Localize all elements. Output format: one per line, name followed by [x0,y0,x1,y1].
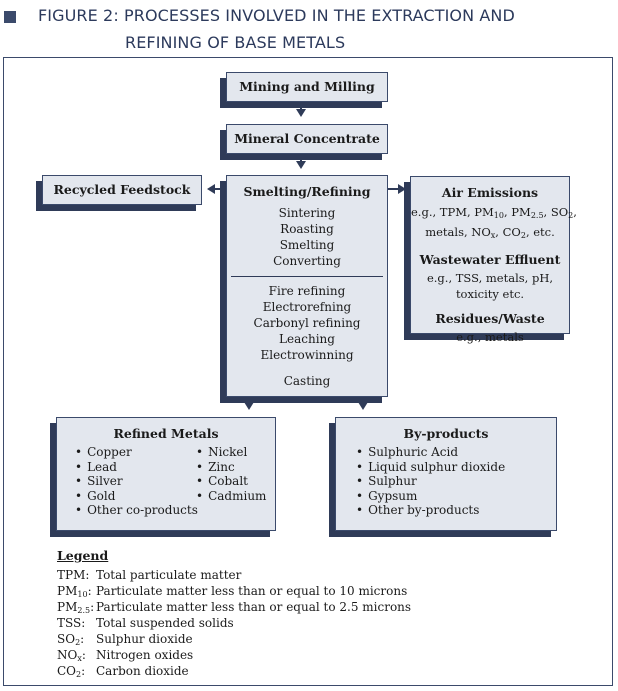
figure-title-line2: REFINING OF BASE METALS [125,33,346,52]
arrow-mining-concentrate [300,102,302,110]
figure-title-line1: FIGURE 2: PROCESSES INVOLVED IN THE EXTR… [38,6,515,25]
refined-metals-list-1: Copper Lead Silver Gold Other co-product… [75,445,198,518]
diagram-frame [3,57,613,686]
node-by-products: By-products Sulphuric Acid Liquid sulphu… [335,417,557,531]
air-emissions-line1: e.g., TPM, PM10, PM2.5, SO2, [411,205,577,220]
node-mining-label: Mining and Milling [239,79,375,94]
list-item: Gold [75,489,198,504]
arrow-smelting-refined [248,397,250,403]
wastewater-line2: toxicity etc. [455,287,525,301]
legend-row: TPM:Total particulate matter [57,568,242,582]
list-item: Lead [75,460,198,475]
list-item: Zinc [196,460,266,475]
process-electrorefining: Electrorefning [262,300,352,314]
refined-metals-list-2: Nickel Zinc Cobalt Cadmium [196,445,266,503]
process-carbonyl-refining: Carbonyl refining [253,316,361,330]
process-roasting: Roasting [280,222,334,236]
list-item: Copper [75,445,198,460]
list-item: Sulphuric Acid [356,445,505,460]
list-item: Cadmium [196,489,266,504]
smelting-divider [231,276,383,277]
legend-title: Legend [57,548,109,563]
arrow-smelting-byproducts-head [358,402,368,410]
wastewater-line1: e.g., TSS, metals, pH, [426,271,554,285]
arrow-smelting-refined-head [244,402,254,410]
residues-title: Residues/Waste [435,311,545,326]
arrow-mining-concentrate-head [296,109,306,117]
list-item: Other by-products [356,503,505,518]
process-smelting: Smelting [279,238,335,252]
title-marker-icon [4,11,16,23]
node-concentrate-label: Mineral Concentrate [234,131,380,146]
wastewater-title: Wastewater Effluent [419,252,561,267]
smelting-process-list: Sintering Roasting Smelting Converting [227,205,387,269]
arrow-concentrate-smelting-head [296,161,306,169]
refined-metals-title: Refined Metals [113,426,219,441]
air-emissions-title: Air Emissions [441,185,539,200]
node-recycled-feedstock: Recycled Feedstock [42,175,202,205]
legend-row: PM10:Particulate matter less than or equ… [57,584,408,599]
legend-row: SO2:Sulphur dioxide [57,632,193,647]
node-mining-milling: Mining and Milling [226,72,388,102]
process-leaching: Leaching [279,332,335,346]
process-electrowinning: Electrowinning [260,348,354,362]
arrow-smelting-byproducts [362,397,364,403]
arrow-smelting-emissions [388,188,399,190]
arrow-concentrate-smelting [300,154,302,162]
legend-row: NOx:Nitrogen oxides [57,648,194,663]
process-sintering: Sintering [278,206,336,220]
refining-process-list: Fire refining Electrorefning Carbonyl re… [227,283,387,363]
process-casting: Casting [283,374,331,388]
list-item: Other co-products [75,503,198,518]
list-item: Liquid sulphur dioxide [356,460,505,475]
residues-line1: e.g., metals [456,330,524,344]
arrow-smelting-recycled [215,188,226,190]
list-item: Sulphur [356,474,505,489]
process-fire-refining: Fire refining [268,284,346,298]
arrow-smelting-emissions-head [398,184,406,194]
process-converting: Converting [273,254,341,268]
by-products-title: By-products [403,426,489,441]
node-mineral-concentrate: Mineral Concentrate [226,124,388,154]
list-item: Silver [75,474,198,489]
node-smelting-refining: Smelting/Refining Sintering Roasting Sme… [226,175,388,397]
legend-row: PM2.5:Particulate matter less than or eq… [57,600,412,615]
node-smelting-title: Smelting/Refining [243,184,371,199]
node-recycled-label: Recycled Feedstock [53,182,191,197]
arrow-smelting-recycled-head [207,184,215,194]
list-item: Cobalt [196,474,266,489]
legend-row: CO2:Carbon dioxide [57,664,189,679]
by-products-list: Sulphuric Acid Liquid sulphur dioxide Su… [356,445,505,518]
legend-row: TSS:Total suspended solids [57,616,234,630]
list-item: Gypsum [356,489,505,504]
node-emissions: Air Emissions e.g., TPM, PM10, PM2.5, SO… [410,176,577,344]
node-refined-metals: Refined Metals Copper Lead Silver Gold O… [56,417,276,531]
list-item: Nickel [196,445,266,460]
air-emissions-line2: metals, NOx, CO2, etc. [425,225,555,240]
